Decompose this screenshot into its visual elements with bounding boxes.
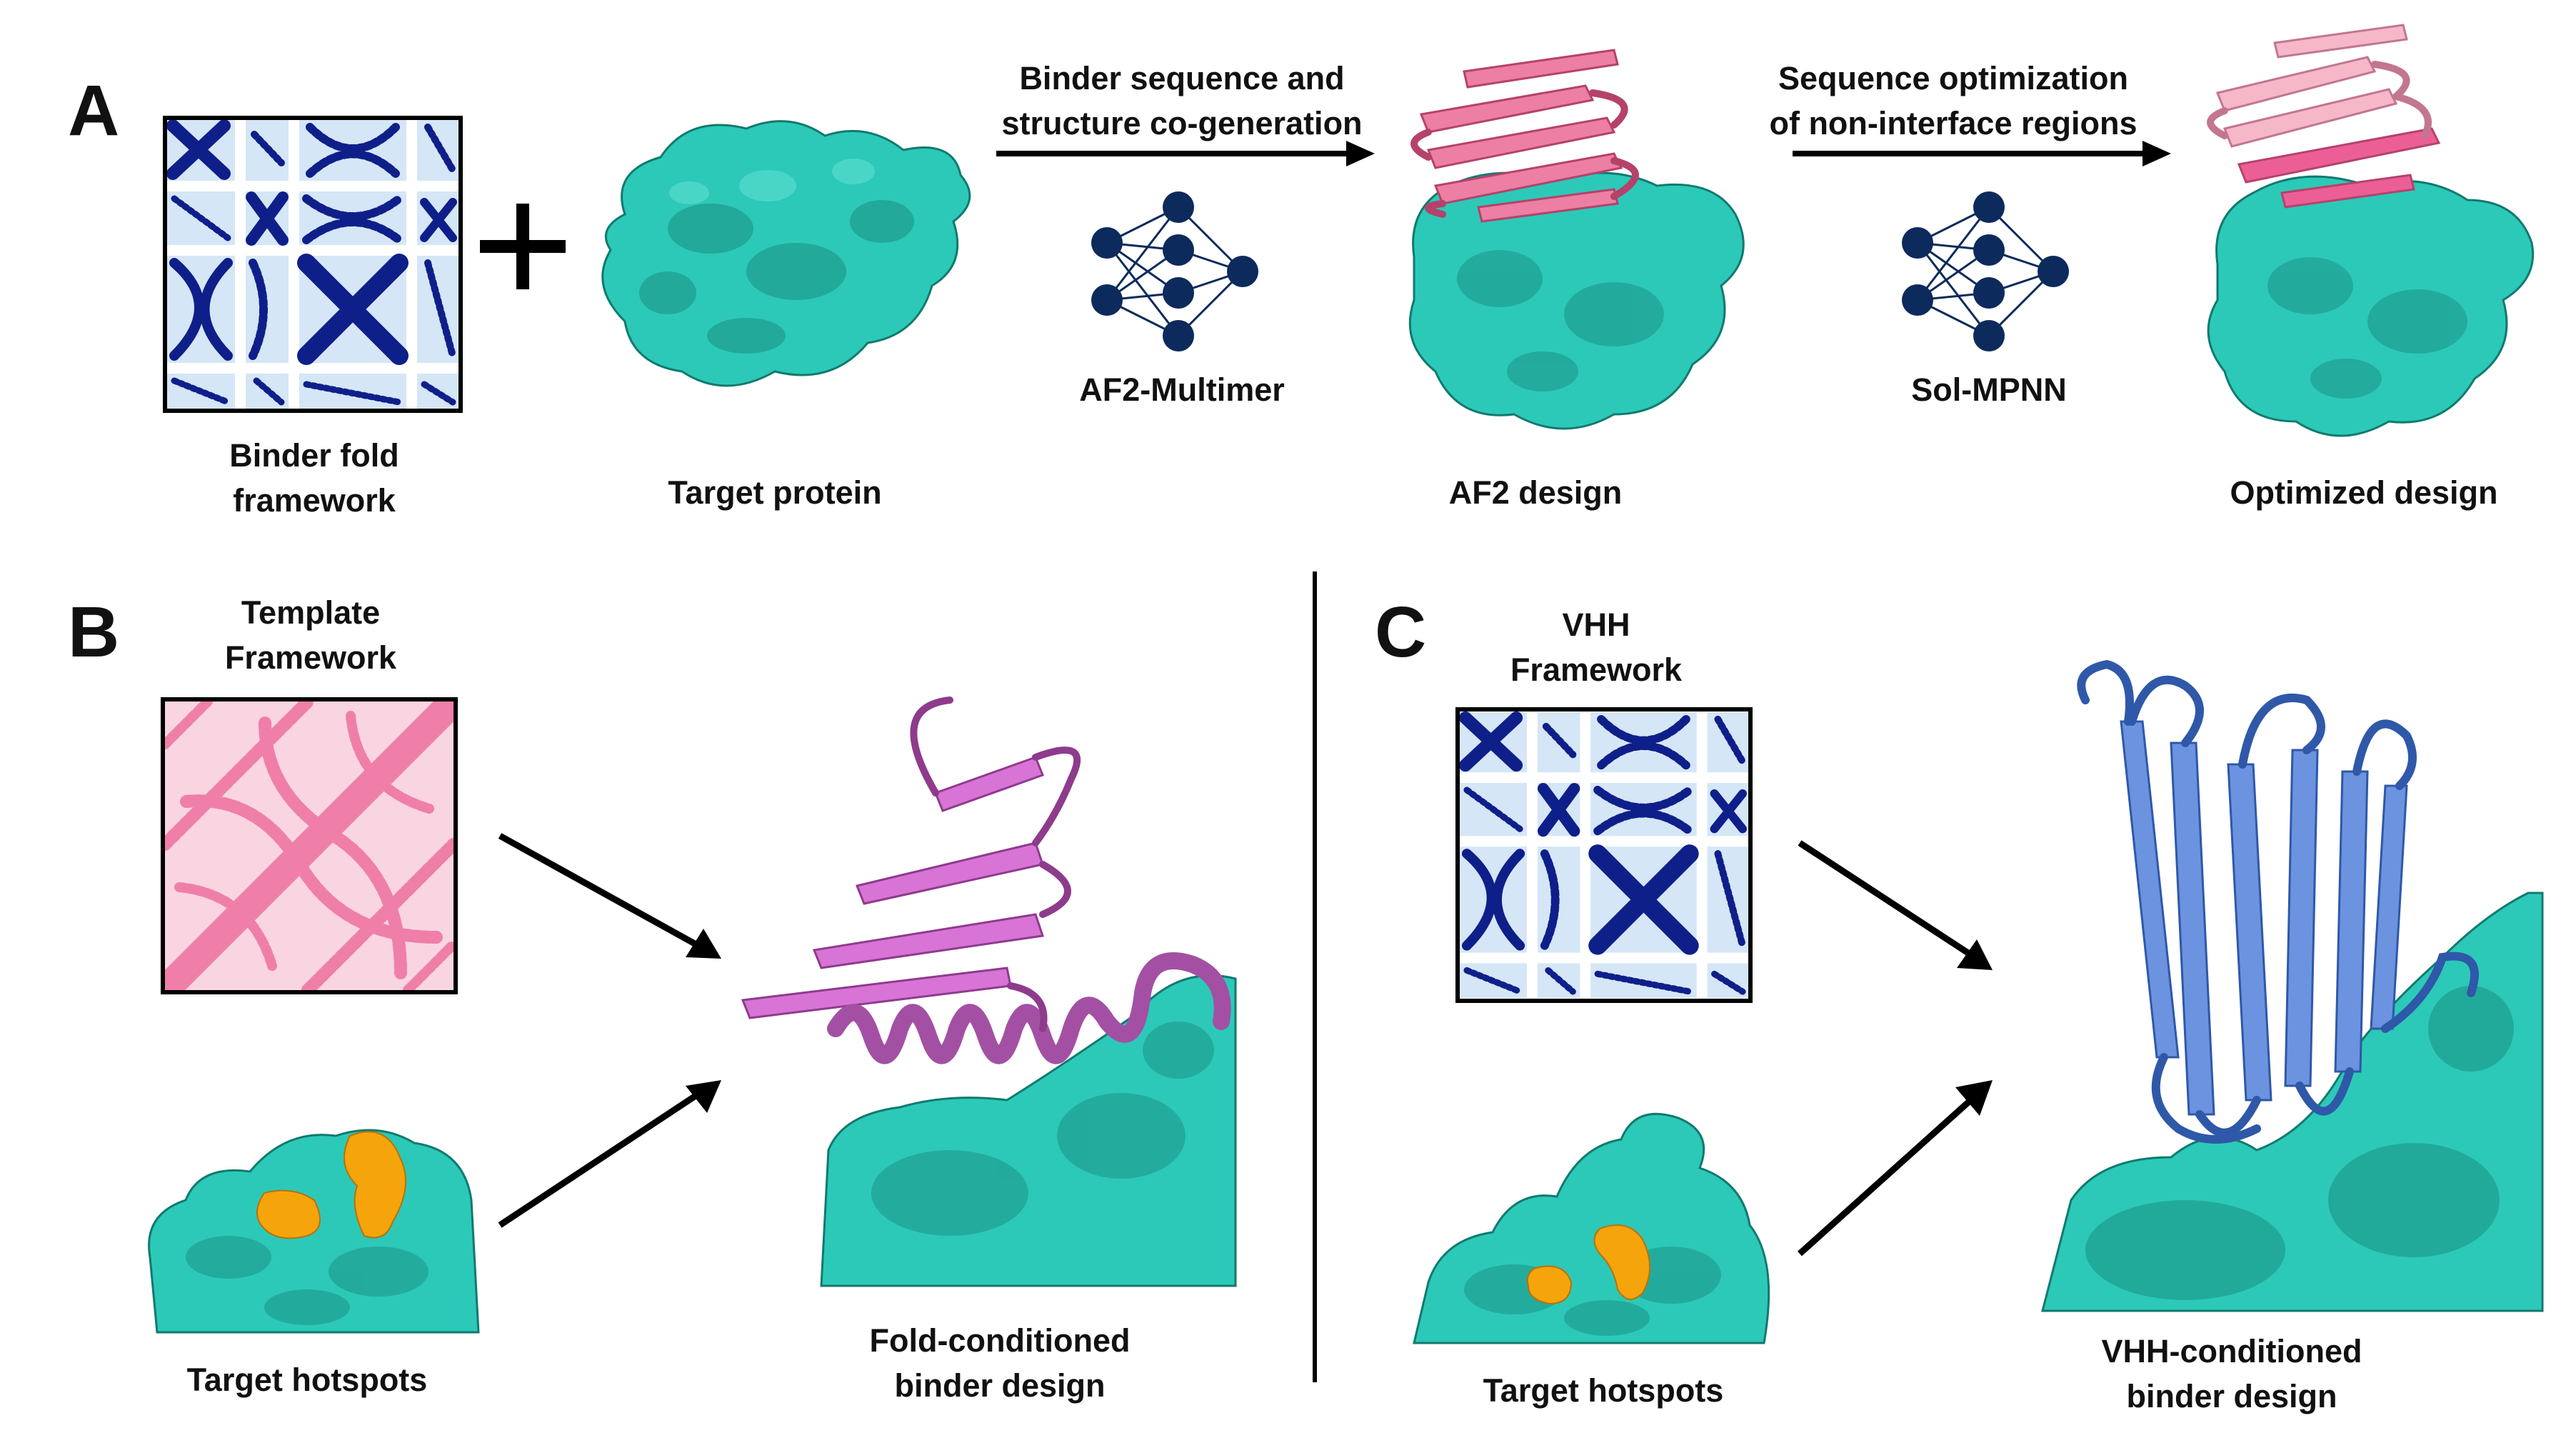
arrow-diagonal-up-icon bbox=[1797, 1080, 1993, 1257]
target-protein-label: Target protein bbox=[668, 474, 882, 511]
arrow-right-icon bbox=[1793, 141, 2171, 166]
contact-map-pink bbox=[165, 701, 453, 990]
sol-mpnn-label: Sol-MPNN bbox=[1911, 371, 2067, 408]
plus-icon bbox=[480, 204, 566, 289]
af2-design-structure bbox=[1408, 49, 1745, 430]
binder-fold-framework-matrix bbox=[163, 116, 463, 413]
panel-letter-c: C bbox=[1375, 592, 1427, 672]
template-label-line1: Template bbox=[241, 594, 381, 631]
hotspot-region-2 bbox=[1593, 1224, 1650, 1300]
fold-conditioned-label-line1: Fold-conditioned bbox=[869, 1322, 1131, 1359]
arrow-diagonal-up-icon bbox=[498, 1080, 721, 1228]
target-protein-surface bbox=[601, 120, 971, 387]
contact-map-blue bbox=[167, 120, 458, 409]
panel-letter-a: A bbox=[68, 71, 120, 151]
framework-label-line2: framework bbox=[233, 482, 396, 519]
contact-map-blue bbox=[1460, 711, 1748, 999]
hotspot-region-1 bbox=[256, 1189, 321, 1239]
neural-network-icon-solmpnn bbox=[1902, 191, 2069, 351]
arrow-diagonal-down-icon bbox=[498, 833, 721, 959]
af2-design-label: AF2 design bbox=[1448, 474, 1623, 511]
panel-letter-b: B bbox=[68, 592, 120, 672]
fold-conditioned-label-line2: binder design bbox=[894, 1367, 1106, 1404]
vhh-label-line2: Framework bbox=[1510, 651, 1683, 688]
vhh-conditioned-label-line2: binder design bbox=[2126, 1378, 2337, 1414]
optimized-design-label: Optimized design bbox=[2230, 474, 2498, 511]
arrow1-label-line1: Binder sequence and bbox=[1019, 60, 1345, 96]
template-framework-matrix bbox=[161, 697, 458, 994]
arrow-right-icon bbox=[996, 141, 1375, 166]
arrow1-label-line2: structure co-generation bbox=[1001, 105, 1363, 141]
arrow2-label-line1: Sequence optimization bbox=[1778, 60, 2129, 96]
framework-label-line1: Binder fold bbox=[229, 437, 399, 474]
vhh-conditioned-binder-structure bbox=[2041, 659, 2544, 1312]
optimized-design-structure bbox=[2207, 24, 2535, 437]
arrow-diagonal-down-icon bbox=[1798, 840, 1993, 970]
arrow2-label-line2: of non-interface regions bbox=[1769, 105, 2138, 141]
hotspot-region-2 bbox=[344, 1131, 406, 1239]
neural-network-icon-af2 bbox=[1091, 191, 1258, 351]
vhh-conditioned-label-line1: VHH-conditioned bbox=[2101, 1333, 2362, 1369]
vhh-framework-matrix bbox=[1455, 707, 1753, 1003]
target-hotspots-surface bbox=[1413, 1112, 1770, 1344]
template-label-line2: Framework bbox=[224, 639, 397, 676]
target-hotspots-label-c: Target hotspots bbox=[1483, 1372, 1724, 1409]
target-hotspots-label-b: Target hotspots bbox=[186, 1362, 428, 1398]
vhh-label-line1: VHH bbox=[1562, 606, 1630, 643]
af2-multimer-label: AF2-Multimer bbox=[1079, 371, 1285, 408]
fold-conditioned-binder-structure bbox=[741, 696, 1237, 1287]
hotspot-region-1 bbox=[1526, 1265, 1573, 1305]
panel-divider bbox=[1313, 571, 1317, 1382]
target-hotspots-surface bbox=[148, 1129, 480, 1334]
